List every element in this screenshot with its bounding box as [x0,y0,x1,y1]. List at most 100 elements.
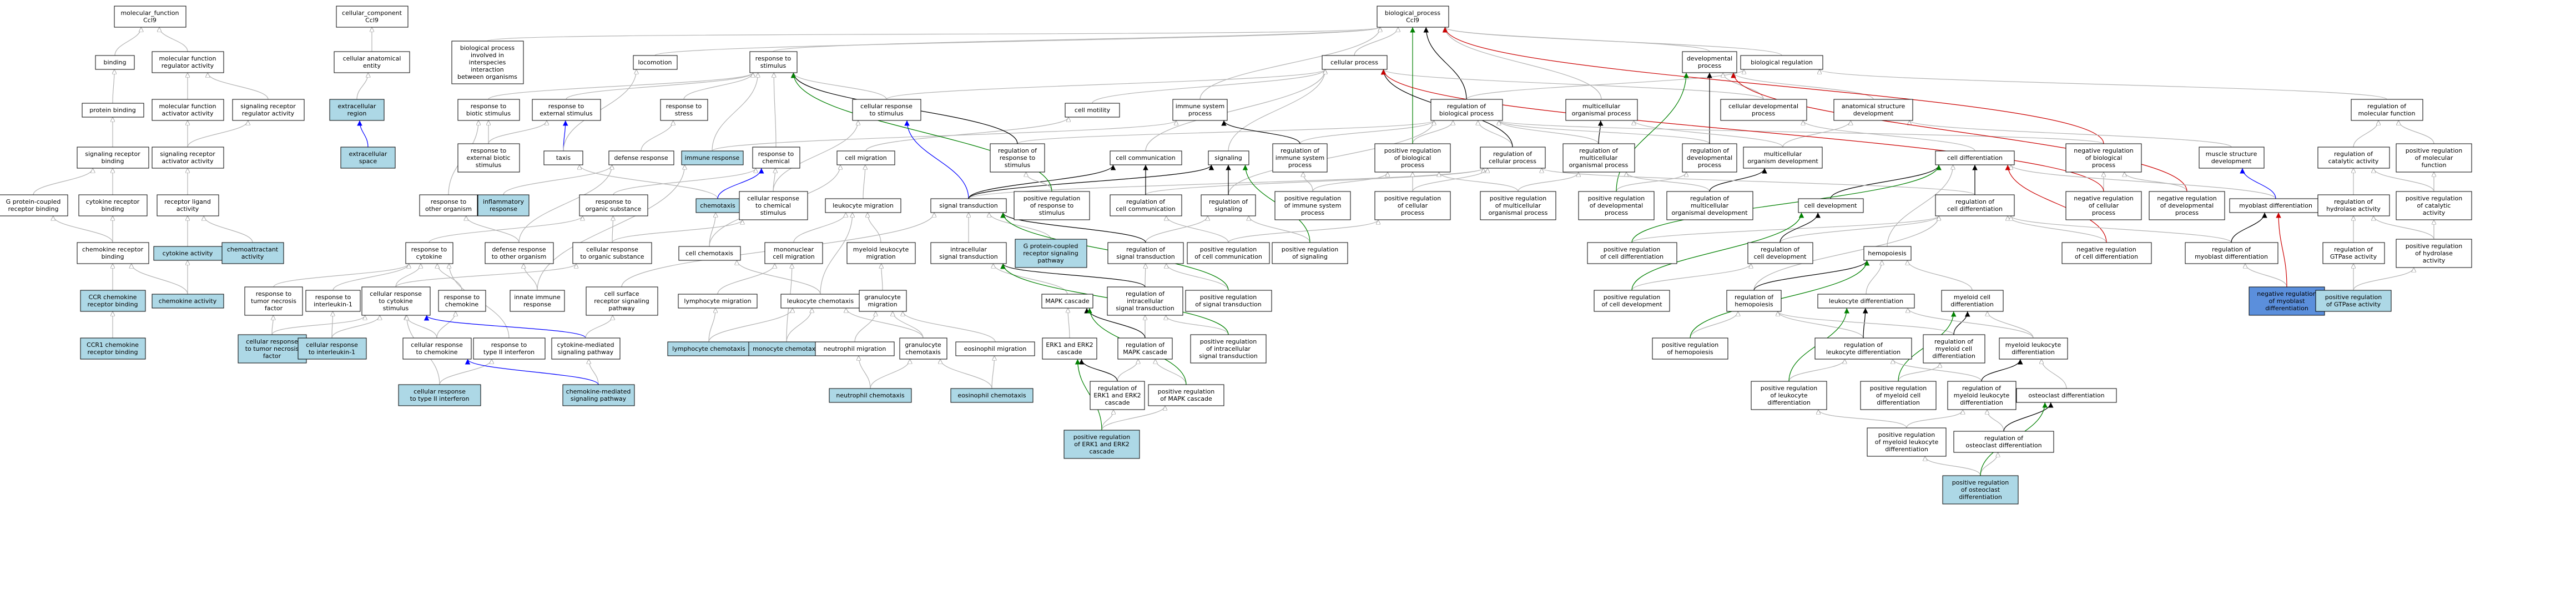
go-term-node-neutmig[interactable]: neutrophil migration [815,341,895,356]
go-term-node-chemact[interactable]: chemokine activity [152,294,224,309]
go-term-node-lymphmig[interactable]: lymphocyte migration [678,294,758,309]
go-term-node-cellmot[interactable]: cell motility [1065,103,1120,118]
go-term-node-mapk[interactable]: MAPK cascade [1041,294,1093,309]
go-term-node-immresp[interactable]: immune response [681,150,744,165]
go-term-node-eosmig[interactable]: eosinophil migration [955,341,1035,356]
go-term-node-leukmig[interactable]: leukocyte migration [825,198,901,213]
go-term-node-celldiff[interactable]: cell differentiation [1935,150,2015,165]
go-term-node-cytact[interactable]: cytokine activity [153,246,223,261]
go-term-node-protbind[interactable]: protein binding [82,103,144,118]
go-term-node-chemotaxis[interactable]: chemotaxis [695,198,740,213]
go-term-node-defresp[interactable]: defense response [608,150,674,165]
go-term-node-monochemo[interactable]: monocyte chemotaxis [748,341,825,356]
go-term-node-taxis[interactable]: taxis [543,150,583,165]
go-term-node-eoschemo[interactable]: eosinophil chemotaxis [950,388,1034,403]
go-term-node-leukdiff[interactable]: leukocyte differentiation [1817,294,1915,309]
go-term-node-binding[interactable]: binding [95,55,135,70]
go-term-node-cellmig[interactable]: cell migration [836,150,895,165]
go-term-node-cellcomm[interactable]: cell communication [1110,150,1182,165]
go-term-node-bioreg[interactable]: biological regulation [1740,55,1823,70]
go-term-node-hemopoiesis[interactable]: hemopoiesis [1863,246,1912,261]
go-term-node-cellproc[interactable]: cellular process [1322,55,1388,70]
go-term-node-leukchemo[interactable]: leukocyte chemotaxis [780,294,860,309]
go-term-node-celldev[interactable]: cell development [1798,198,1864,213]
